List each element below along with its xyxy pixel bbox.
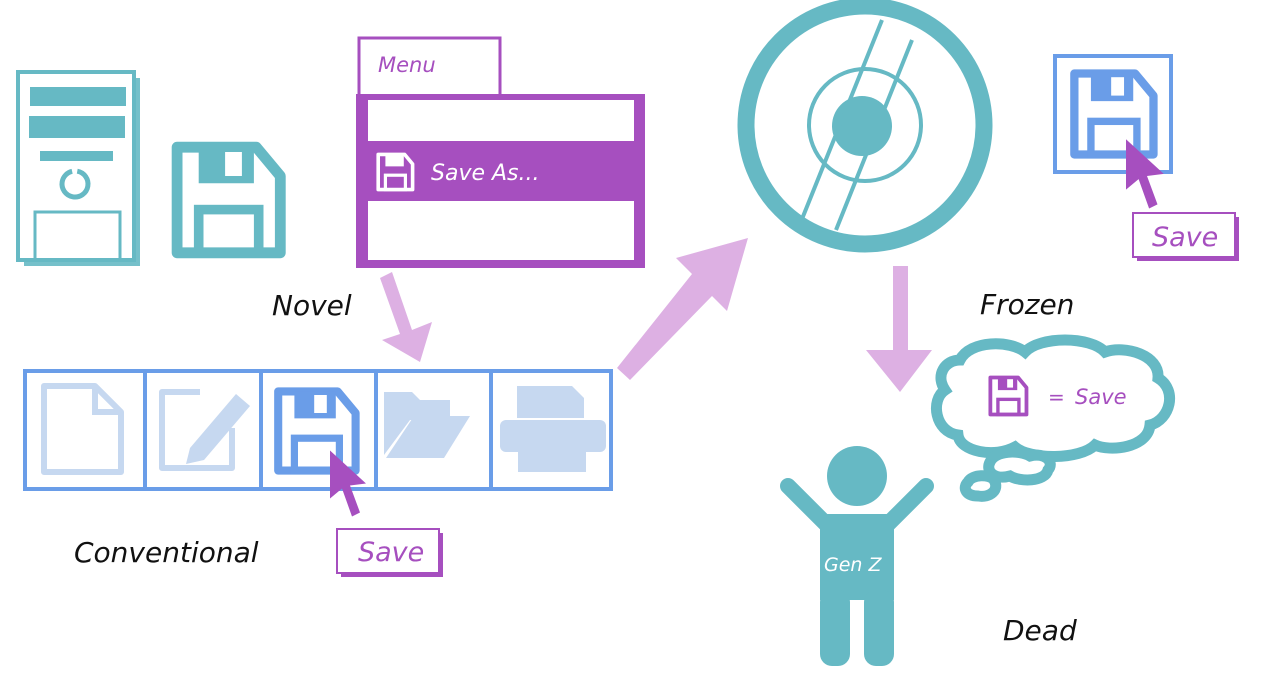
edit-pencil-icon[interactable] (159, 389, 250, 471)
novel-label: Novel (272, 289, 352, 322)
equals-sign: = (1048, 385, 1065, 409)
tooltip-text: Save (1152, 222, 1218, 253)
arrow-icon (866, 266, 932, 392)
toolbar-mockup (23, 369, 613, 517)
conventional-label: Conventional (74, 536, 259, 569)
menu-tab[interactable] (357, 36, 502, 98)
floppy-disk-icon (177, 147, 280, 253)
compact-disc-icon (737, 0, 993, 253)
open-folder-icon[interactable] (384, 392, 470, 458)
save-as-label: Save As... (431, 161, 540, 186)
frozen-save-button (1053, 54, 1173, 209)
printer-icon[interactable] (500, 386, 606, 472)
menu-item-empty[interactable] (368, 100, 634, 141)
frozen-save-tooltip: Save (1132, 212, 1239, 261)
menu-item-save-as[interactable]: Save As... (376, 152, 540, 192)
conventional-save-tooltip: Save (336, 528, 443, 577)
frozen-label: Frozen (980, 288, 1074, 321)
person-icon (780, 446, 934, 666)
menu-mockup: Menu Save As... (356, 36, 645, 268)
new-document-icon[interactable] (41, 383, 124, 475)
arrow-icon (380, 272, 432, 362)
menu-item-empty[interactable] (368, 201, 634, 260)
person-label: Gen Z (824, 554, 882, 576)
thought-save-text: Save (1075, 385, 1127, 409)
computer-tower-icon (16, 70, 140, 266)
menu-tab-label: Menu (378, 53, 436, 77)
thought-bubble (931, 334, 1175, 502)
tooltip-text: Save (358, 537, 424, 568)
arrow-icon (617, 238, 748, 380)
dead-label: Dead (1003, 614, 1077, 647)
